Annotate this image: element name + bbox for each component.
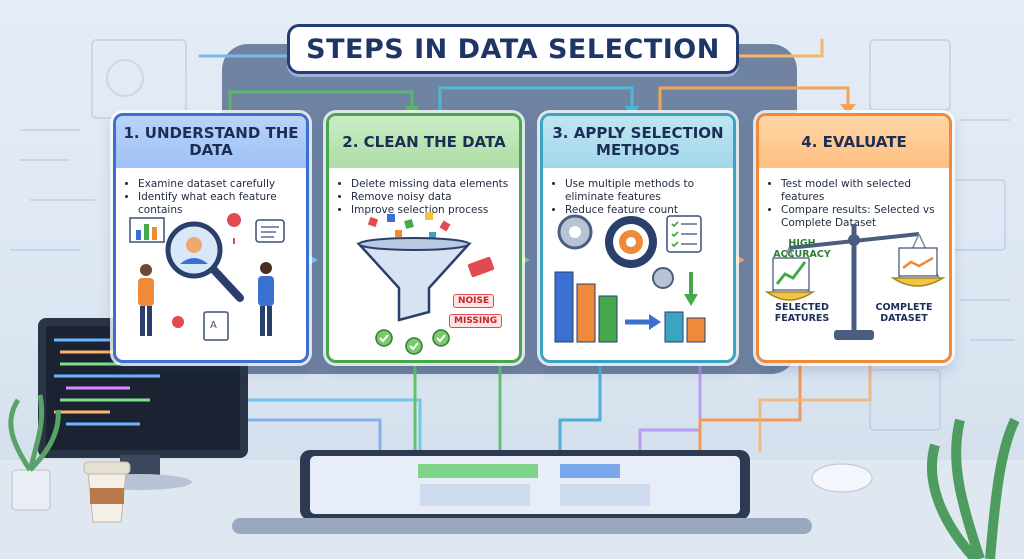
bullet: Delete missing data elements: [351, 178, 513, 191]
step-heading: 3. APPLY SELECTION METHODS: [543, 116, 733, 168]
bullet: Reduce feature count: [565, 204, 727, 217]
page-title: STEPS IN DATA SELECTION: [287, 24, 739, 74]
step-heading: 4. EVALUATE: [759, 116, 949, 168]
bullet: Remove noisy data: [351, 191, 513, 204]
magnifier-people-illustration: A: [129, 213, 285, 341]
svg-text:A: A: [210, 320, 217, 331]
step-card-understand: 1. UNDERSTAND THE DATA Examine dataset c…: [113, 113, 309, 363]
bullet: Use multiple methods to eliminate featur…: [565, 178, 727, 204]
step-card-apply: 3. APPLY SELECTION METHODS Use multiple …: [540, 113, 736, 363]
missing-tag: MISSING: [449, 314, 503, 328]
bullet: Examine dataset carefully: [138, 178, 300, 191]
high-accuracy-label: HIGH ACCURACY: [773, 238, 831, 260]
step-card-clean: 2. CLEAN THE DATA Delete missing data el…: [326, 113, 522, 363]
noise-tag: NOISE: [453, 294, 495, 308]
bullet: Improve selection process: [351, 204, 513, 217]
bullet: Identify what each feature contains: [138, 191, 300, 217]
selected-features-label: SELECTED FEATURES: [774, 302, 830, 324]
step-bullets: Delete missing data elements Remove nois…: [329, 178, 519, 217]
step-card-evaluate: 4. EVALUATE Test model with selected fea…: [756, 113, 952, 363]
step-bullets: Use multiple methods to eliminate featur…: [543, 178, 733, 217]
funnel-illustration: [356, 212, 495, 355]
step-heading: 2. CLEAN THE DATA: [329, 116, 519, 168]
scale-illustration: [764, 224, 946, 340]
bullet: Test model with selected features: [781, 178, 943, 204]
step-heading: 1. UNDERSTAND THE DATA: [116, 116, 306, 168]
complete-dataset-label: COMPLETE DATASET: [875, 302, 933, 324]
gears-target-illustration: [554, 214, 706, 343]
step-bullets: Examine dataset carefully Identify what …: [116, 178, 306, 217]
